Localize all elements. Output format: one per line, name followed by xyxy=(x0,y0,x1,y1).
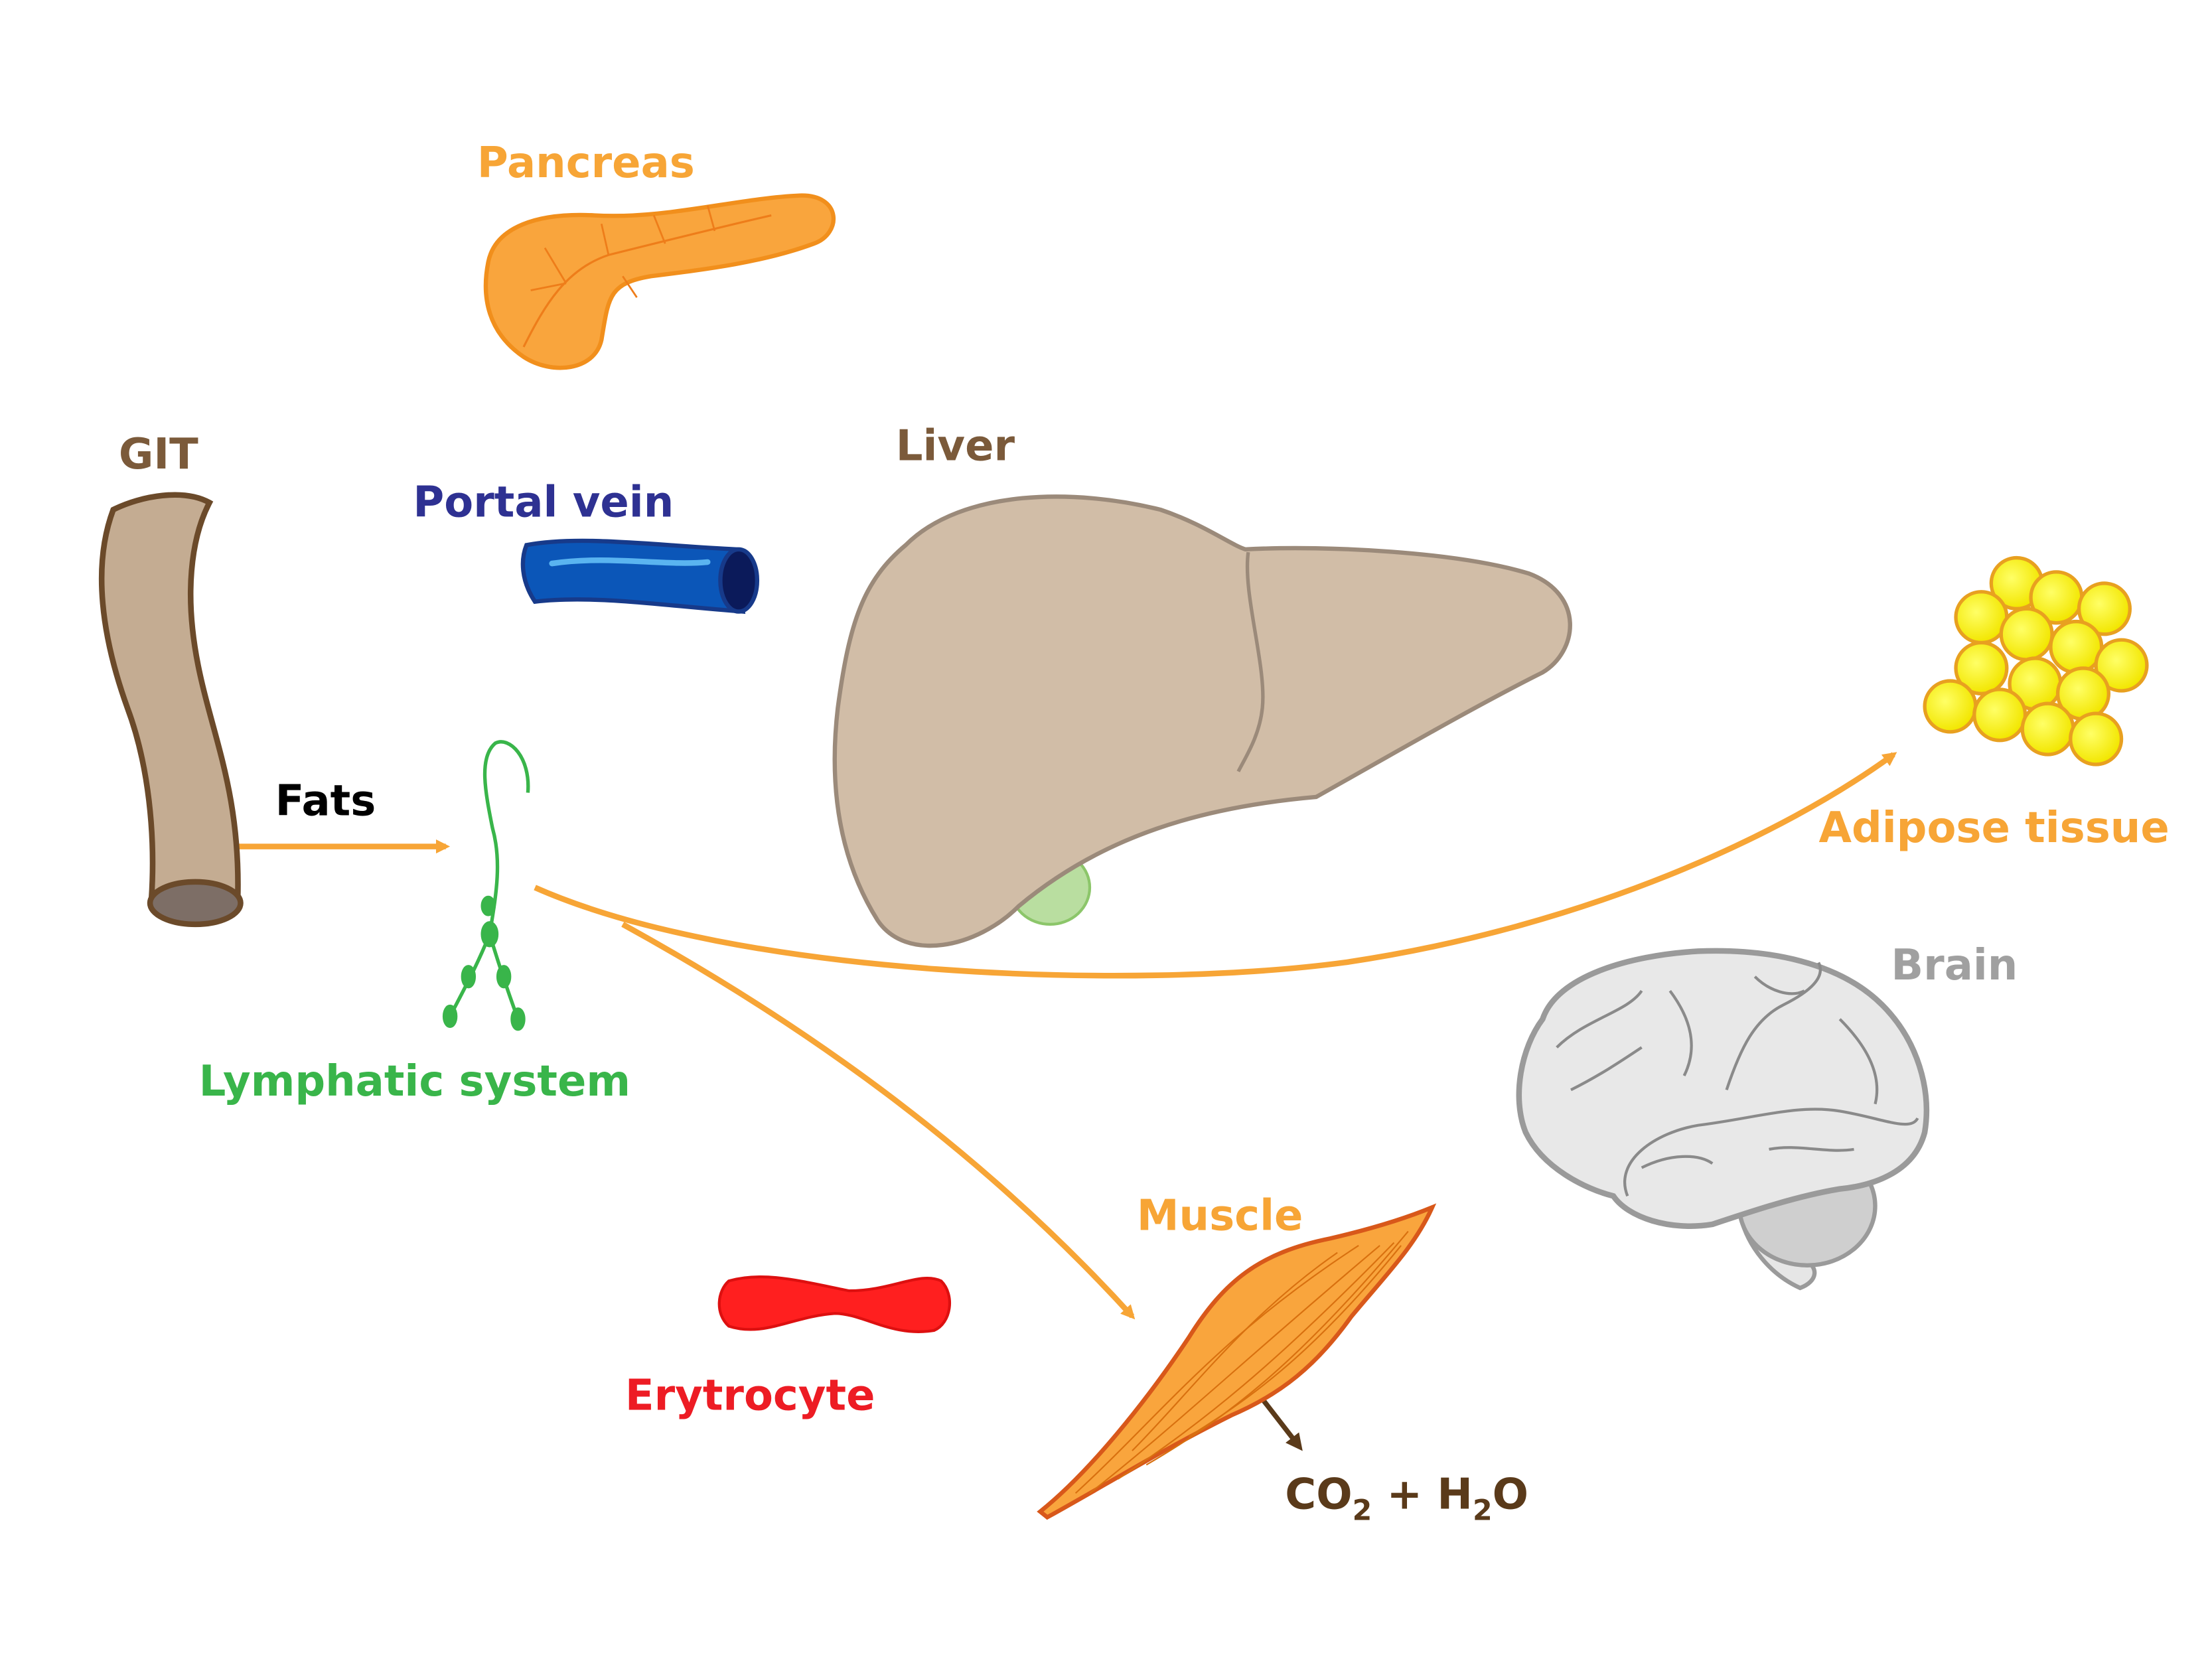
muscle-arrow xyxy=(621,922,1136,1320)
products-sub1: 2 xyxy=(1353,1494,1372,1528)
liver-icon xyxy=(832,494,1572,948)
pancreas-label: Pancreas xyxy=(477,139,695,188)
adipose-arrow xyxy=(534,752,1897,979)
lymphatic-system-label: Lymphatic system xyxy=(199,1057,630,1106)
erytrocyte-icon xyxy=(717,1275,951,1333)
adipose-tissue-label: Adipose tissue xyxy=(1818,804,2169,853)
muscle-icon xyxy=(1037,1203,1437,1520)
liver-label: Liver xyxy=(896,421,1015,470)
lymphatic-icon xyxy=(442,740,530,1031)
adipose-icon xyxy=(1923,555,2149,766)
products-co: CO xyxy=(1285,1471,1352,1520)
erytrocyte-label: Erytrocyte xyxy=(625,1371,875,1420)
fats-label: Fats xyxy=(275,777,376,826)
portal-vein-icon xyxy=(520,538,760,614)
products-label: CO2 + H2O xyxy=(1285,1471,1528,1528)
products-sub2: 2 xyxy=(1473,1494,1493,1528)
products-plus-h: + H xyxy=(1372,1471,1473,1520)
brain-label: Brain xyxy=(1891,941,2018,990)
git-icon xyxy=(98,492,244,928)
pancreas-icon xyxy=(483,193,836,370)
muscle-label: Muscle xyxy=(1137,1191,1303,1240)
products-o: O xyxy=(1493,1471,1528,1520)
brain-icon xyxy=(1516,948,1929,1291)
git-label: GIT xyxy=(119,430,198,479)
portal-vein-label: Portal vein xyxy=(413,478,674,528)
